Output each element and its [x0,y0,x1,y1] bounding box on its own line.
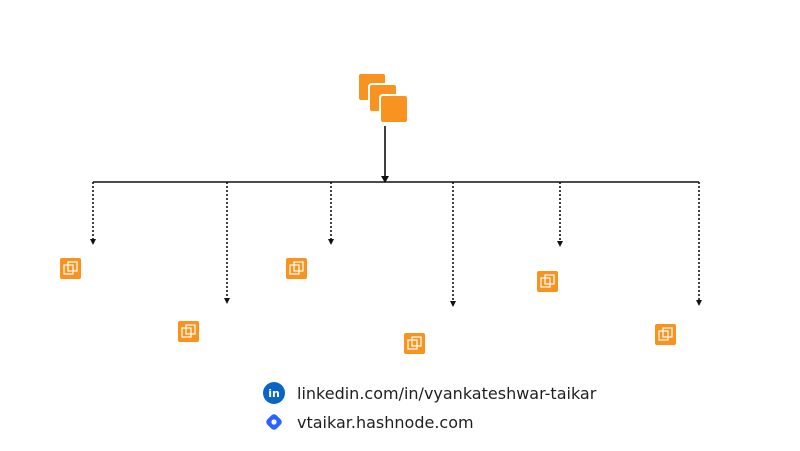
branch-5 [557,182,563,247]
linkedin-url[interactable]: linkedin.com/in/vyankateshwar-taikar [297,383,597,403]
hashnode-link[interactable]: vtaikar.hashnode.com [263,410,474,434]
instance-icon [537,271,558,292]
branch-4 [450,182,456,307]
instance-group-icon [359,74,411,126]
branch-1 [90,182,96,245]
instance-icon [655,324,676,345]
trunk-arrowhead [381,176,389,183]
branch-2 [224,182,230,304]
instance-icon [178,321,199,342]
branch-6 [696,182,702,306]
instance-icon [60,258,81,279]
hashnode-url[interactable]: vtaikar.hashnode.com [297,412,474,432]
linkedin-icon: in [263,382,285,404]
branch-3 [328,182,334,245]
linkedin-link[interactable]: in linkedin.com/in/vyankateshwar-taikar [263,381,596,405]
instance-icon [404,333,425,354]
hashnode-icon [263,411,285,433]
instance-icon [286,258,307,279]
